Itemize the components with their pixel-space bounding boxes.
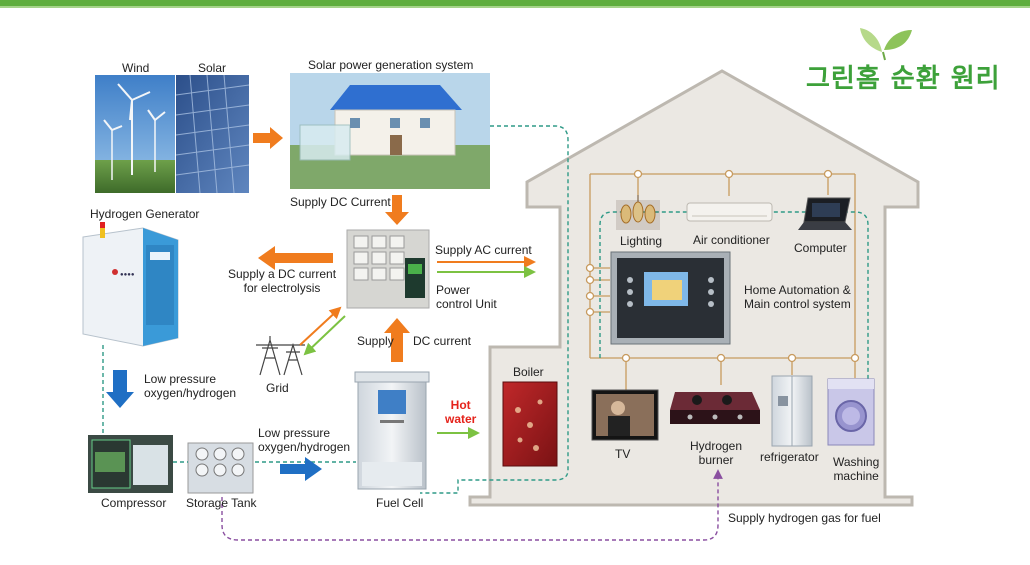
arrow-solar-to-house xyxy=(253,127,283,149)
label-low-pressure-2: Low pressure oxygen/hydrogen xyxy=(258,426,351,454)
arrow-electrolysis xyxy=(258,246,333,270)
arrow-dc-up xyxy=(384,318,410,362)
solar-panel-icon xyxy=(175,74,250,194)
burner-icon xyxy=(670,392,760,424)
control-panel-icon xyxy=(610,251,731,345)
page-title: 그린홈 순환 원리 xyxy=(806,64,1001,94)
air-conditioner-icon xyxy=(686,202,773,222)
fuel-cell-icon xyxy=(354,371,430,490)
arrow-to-fuel-cell xyxy=(280,457,322,481)
label-supply-dc-electrolysis: Supply a DC current for electrolysis xyxy=(228,267,337,295)
label-supply-dc-current: Supply DC Current xyxy=(290,195,391,209)
wind-turbine-icon xyxy=(95,75,175,193)
refrigerator-icon xyxy=(771,375,813,447)
arrow-grid-orange xyxy=(299,306,342,346)
label-lighting: Lighting xyxy=(620,234,663,248)
sprout-icon xyxy=(860,28,912,61)
boiler-icon xyxy=(502,381,558,467)
svg-text:●●●●: ●●●● xyxy=(120,272,135,278)
label-solar: Solar xyxy=(198,61,227,75)
arrow-low-pressure xyxy=(106,370,134,408)
arrow-grid-green xyxy=(303,315,346,356)
label-power-control-unit: Power control Unit xyxy=(436,283,497,311)
label-compressor: Compressor xyxy=(101,496,167,510)
label-low-pressure-1: Low pressure oxygen/hydrogen xyxy=(144,372,237,400)
label-hydrogen-generator: Hydrogen Generator xyxy=(90,207,200,221)
solar-house-icon xyxy=(290,73,490,189)
lighting-icon xyxy=(616,195,660,230)
top-border xyxy=(0,0,1030,6)
label-home-automation: Home Automation & Main control system xyxy=(744,283,851,311)
label-refrigerator: refrigerator xyxy=(760,450,819,464)
label-tv: TV xyxy=(615,447,631,461)
arrow-dc-down xyxy=(385,195,409,225)
computer-icon xyxy=(798,197,852,230)
label-washing-machine: Washing machine xyxy=(833,455,880,483)
label-hot-water: Hot water xyxy=(445,398,477,426)
washing-machine-icon xyxy=(827,378,875,446)
label-boiler: Boiler xyxy=(513,365,544,379)
label-storage-tank: Storage Tank xyxy=(186,496,257,510)
label-dc-current: DC current xyxy=(413,334,472,348)
label-computer: Computer xyxy=(794,241,847,255)
label-air-conditioner: Air conditioner xyxy=(693,233,770,247)
label-solar-system: Solar power generation system xyxy=(308,58,474,72)
label-supply-hydrogen-fuel: Supply hydrogen gas for fuel xyxy=(728,511,881,525)
label-supply-ac-current: Supply AC current xyxy=(435,243,532,257)
wiring-nodes xyxy=(585,169,860,363)
storage-tank-icon xyxy=(187,442,254,494)
label-wind: Wind xyxy=(122,61,150,75)
label-fuel-cell: Fuel Cell xyxy=(376,496,424,510)
label-hydrogen-burner: Hydrogen burner xyxy=(690,439,743,467)
label-supply: Supply xyxy=(357,334,394,348)
power-unit-icon xyxy=(346,229,430,309)
grid-tower-icon xyxy=(256,336,305,376)
label-grid: Grid xyxy=(266,381,289,395)
tv-icon xyxy=(591,389,659,441)
hydrogen-generator-icon: ●●●● xyxy=(82,222,179,347)
compressor-icon xyxy=(88,435,173,493)
